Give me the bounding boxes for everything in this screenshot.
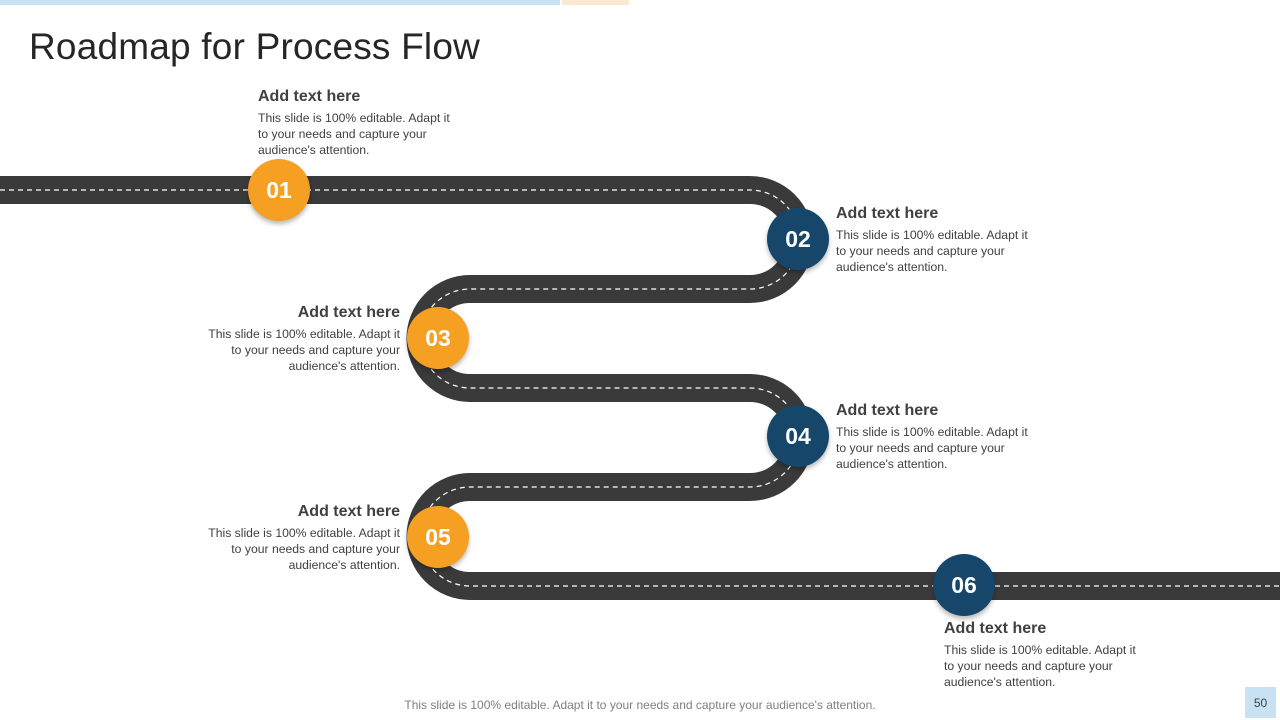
page-number: 50 (1245, 687, 1276, 718)
step-description: This slide is 100% editable. Adapt it to… (208, 526, 400, 572)
step-description: This slide is 100% editable. Adapt it to… (836, 228, 1028, 274)
step-heading: Add text here (297, 503, 400, 520)
step-heading: Add text here (836, 402, 939, 419)
step-marker-05: 05 (407, 506, 469, 568)
top-accent-bar-secondary (562, 0, 629, 5)
footer-note: This slide is 100% editable. Adapt it to… (404, 698, 876, 712)
step-heading: Add text here (944, 620, 1047, 637)
step-text-05: Add text here This slide is 100% editabl… (195, 503, 400, 573)
step-marker-04: 04 (767, 405, 829, 467)
step-description: This slide is 100% editable. Adapt it to… (208, 327, 400, 373)
step-text-02: Add text here This slide is 100% editabl… (836, 205, 1041, 275)
step-marker-01: 01 (248, 159, 310, 221)
step-text-04: Add text here This slide is 100% editabl… (836, 402, 1041, 472)
step-heading: Add text here (258, 88, 361, 105)
top-accent-bar (0, 0, 560, 5)
step-marker-02: 02 (767, 208, 829, 270)
step-heading: Add text here (836, 205, 939, 222)
step-marker-06: 06 (933, 554, 995, 616)
page-title: Roadmap for Process Flow (29, 26, 481, 67)
step-text-01: Add text here This slide is 100% editabl… (258, 88, 463, 158)
road-surface (0, 176, 1280, 600)
step-text-03: Add text here This slide is 100% editabl… (195, 304, 400, 374)
step-marker-03: 03 (407, 307, 469, 369)
step-description: This slide is 100% editable. Adapt it to… (836, 425, 1028, 471)
step-description: This slide is 100% editable. Adapt it to… (944, 643, 1136, 689)
step-description: This slide is 100% editable. Adapt it to… (258, 111, 450, 157)
step-heading: Add text here (297, 304, 400, 321)
step-text-06: Add text here This slide is 100% editabl… (944, 620, 1149, 690)
